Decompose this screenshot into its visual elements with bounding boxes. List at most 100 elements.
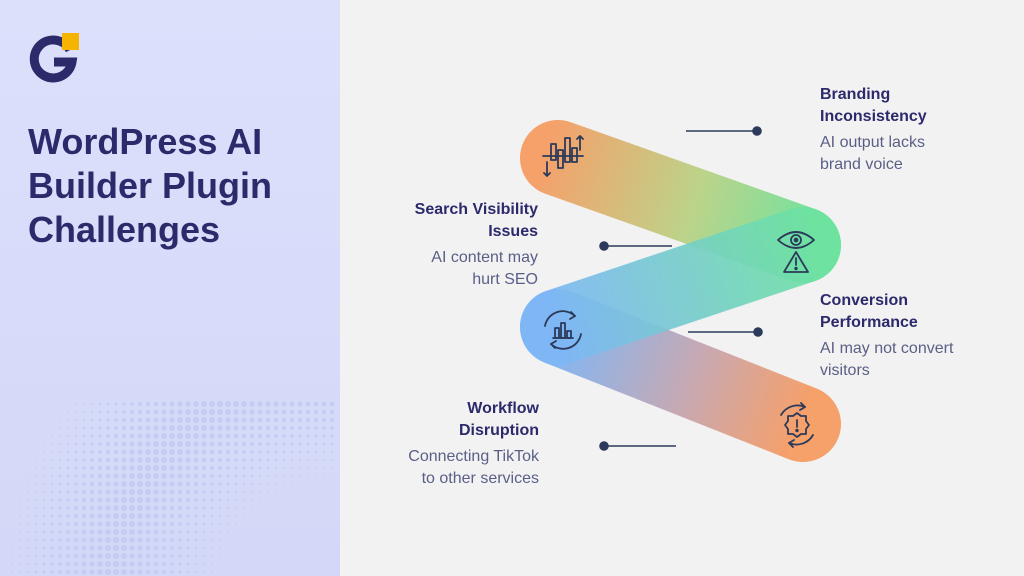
heading-line: Workflow <box>467 400 539 417</box>
pattern-dot <box>217 425 223 431</box>
pattern-dot <box>218 506 222 510</box>
pattern-dot <box>121 481 127 487</box>
pattern-dot <box>227 555 229 557</box>
pattern-dot <box>73 529 79 535</box>
pattern-dot <box>209 465 215 471</box>
pattern-dot <box>201 433 207 439</box>
pattern-dot <box>58 466 62 470</box>
pattern-dot <box>219 555 221 557</box>
pattern-dot <box>282 434 286 438</box>
pattern-dot <box>234 474 238 478</box>
pattern-dot <box>121 441 127 447</box>
pattern-dot <box>298 442 302 446</box>
pattern-dot <box>161 473 167 479</box>
pattern-dot <box>145 401 151 407</box>
pattern-dot <box>59 443 61 445</box>
pattern-dot <box>306 426 310 430</box>
pattern-dot <box>161 537 167 543</box>
pattern-dot <box>307 483 309 485</box>
pattern-dot <box>162 570 166 574</box>
pattern-dot <box>170 554 174 558</box>
description-line: visitors <box>820 362 870 379</box>
pattern-dot <box>297 409 303 415</box>
pattern-dot <box>145 569 151 575</box>
pattern-dot <box>89 553 95 559</box>
pattern-dot <box>144 472 152 480</box>
pattern-dot <box>161 401 167 407</box>
pattern-dot <box>50 514 54 518</box>
pattern-dot <box>250 482 254 486</box>
pattern-dot <box>113 505 119 511</box>
pattern-dot <box>113 457 119 463</box>
pattern-dot <box>330 434 334 438</box>
pattern-dot <box>290 434 294 438</box>
pattern-dot <box>105 489 111 495</box>
pattern-dot <box>217 449 223 455</box>
pattern-dot <box>186 530 190 534</box>
pattern-dot <box>153 529 159 535</box>
pattern-dot <box>113 481 119 487</box>
pattern-dot <box>306 442 310 446</box>
pattern-dot <box>145 513 151 519</box>
challenge-label-1: Branding Inconsistency AI output lacks b… <box>820 84 927 176</box>
pattern-dot <box>138 402 142 406</box>
pattern-dot <box>35 467 37 469</box>
refresh-chart-icon <box>544 310 582 350</box>
pattern-dot <box>281 409 287 415</box>
pattern-dot <box>234 450 238 454</box>
pattern-dot <box>153 473 159 479</box>
pattern-dot <box>90 418 94 422</box>
pattern-dot <box>153 545 159 551</box>
pattern-dot <box>210 498 214 502</box>
pattern-dot <box>289 401 295 407</box>
pattern-dot <box>114 426 118 430</box>
pattern-dot <box>74 474 78 478</box>
pattern-dot <box>219 563 221 565</box>
pattern-dot <box>113 433 119 439</box>
pattern-dot <box>67 403 69 405</box>
pattern-dot <box>97 481 103 487</box>
pattern-dot <box>259 507 261 509</box>
pattern-dot <box>152 456 160 464</box>
pattern-dot <box>58 538 62 542</box>
connector-dot-4 <box>599 441 609 451</box>
pattern-dot <box>58 546 62 550</box>
pattern-dot <box>90 426 94 430</box>
pattern-dot <box>323 459 325 461</box>
pattern-dot <box>219 571 221 573</box>
pattern-dot <box>330 418 334 422</box>
pattern-dot <box>97 473 103 479</box>
pattern-dot <box>114 402 118 406</box>
pattern-dot <box>283 491 285 493</box>
pattern-dot <box>42 498 46 502</box>
pattern-dot <box>274 458 278 462</box>
pattern-dot <box>144 480 152 488</box>
pattern-dot <box>89 529 95 535</box>
pattern-dot <box>169 497 175 503</box>
pattern-dot <box>42 506 46 510</box>
pattern-dot <box>202 498 206 502</box>
pattern-dot <box>120 528 128 536</box>
pattern-dot <box>65 545 71 551</box>
pattern-dot <box>122 418 126 422</box>
pattern-dot <box>90 402 94 406</box>
gear-alert-icon <box>780 402 814 448</box>
pattern-dot <box>113 465 119 471</box>
pattern-dot <box>298 450 302 454</box>
pattern-dot <box>82 466 86 470</box>
pattern-dot <box>275 491 277 493</box>
pattern-dot <box>11 571 13 573</box>
pattern-dot <box>299 467 301 469</box>
pattern-dot <box>58 530 62 534</box>
pattern-dot <box>66 514 70 518</box>
pattern-dot <box>34 554 38 558</box>
pattern-dot <box>112 544 120 552</box>
pattern-dot <box>170 530 174 534</box>
pattern-dot <box>58 554 62 558</box>
pattern-dot <box>145 425 151 431</box>
pattern-dot <box>153 417 159 423</box>
pattern-dot <box>136 496 144 504</box>
pattern-dot <box>307 475 309 477</box>
pattern-dot <box>66 522 70 526</box>
pattern-dot <box>81 529 87 535</box>
